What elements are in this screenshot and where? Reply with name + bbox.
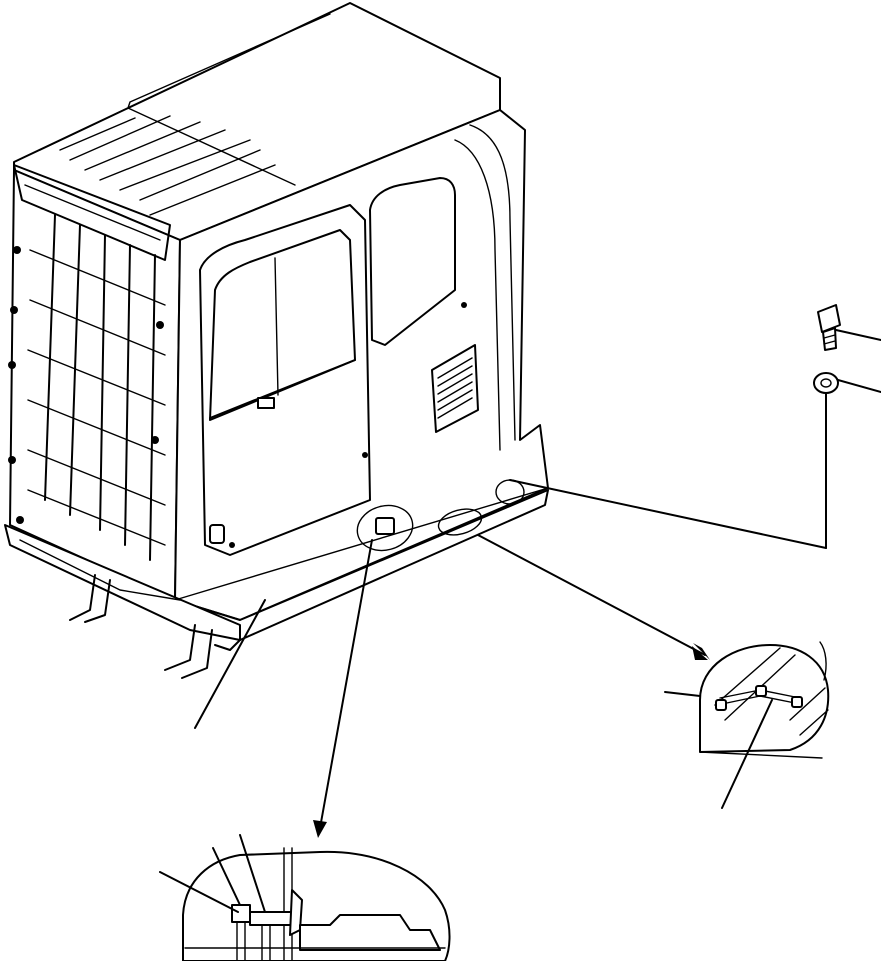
cab — [4, 2, 549, 679]
leader-to-detail-right — [477, 534, 706, 656]
roof-slats — [59, 115, 276, 216]
leader-cab — [194, 599, 266, 729]
washer — [813, 372, 881, 549]
detail-mount-section — [159, 834, 451, 962]
leader-washer — [509, 479, 827, 549]
leader-to-detail-bottom — [319, 539, 373, 829]
vent-grille — [431, 344, 479, 433]
rear-guard — [8, 164, 171, 561]
bolt — [817, 304, 881, 351]
mounting-hooks — [69, 574, 241, 679]
detail-harness-clip — [664, 641, 830, 809]
